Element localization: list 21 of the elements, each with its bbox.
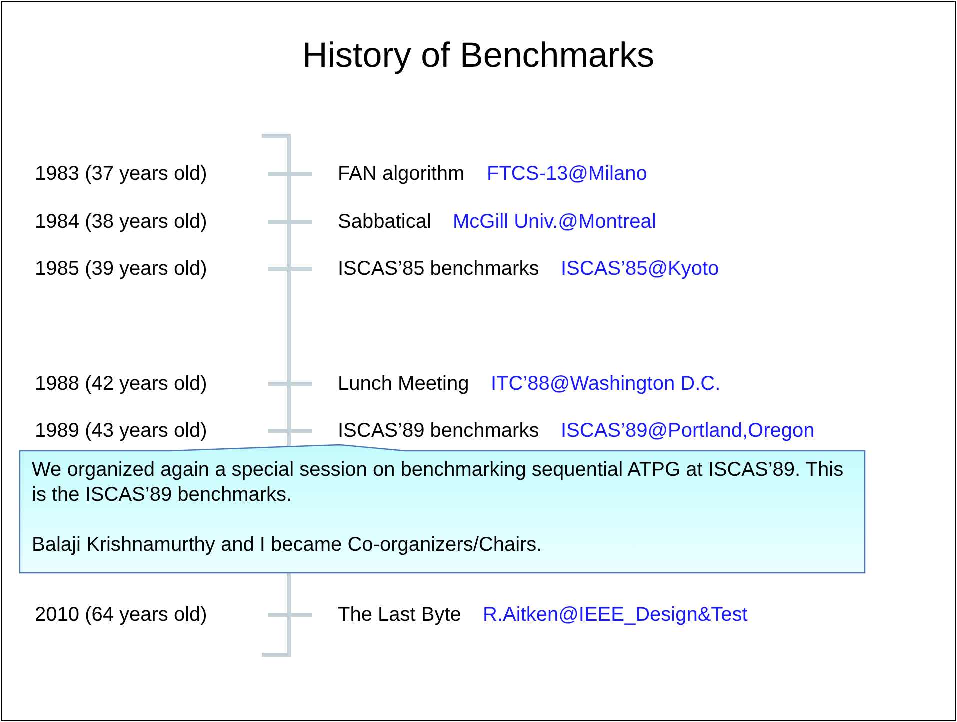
slide-title: History of Benchmarks <box>301 35 656 77</box>
event-label: ISCAS’89 benchmarks <box>338 419 540 443</box>
venue-label: FTCS-13@Milano <box>487 162 648 186</box>
venue-label: R.Aitken@IEEE_Design&Test <box>483 603 748 627</box>
venue-label: ITC’88@Washington D.C. <box>491 372 721 396</box>
callout-text: We organized again a special session on benchmarking sequential ATPG at ISCAS’89. This is the ISCAS’89 benchmarks. <box>32 458 845 508</box>
venue-label: McGill Univ.@Montreal <box>453 210 656 234</box>
event-label: Sabbatical <box>338 210 432 234</box>
event-label: FAN algorithm <box>338 162 465 186</box>
year-label: 1985 (39 years old) <box>35 257 208 281</box>
event-label: The Last Byte <box>338 603 462 627</box>
event-label: Lunch Meeting <box>338 372 470 396</box>
year-label: 1989 (43 years old) <box>35 419 208 443</box>
year-label: 1984 (38 years old) <box>35 210 208 234</box>
year-label: 1983 (37 years old) <box>35 162 208 186</box>
year-label: 1988 (42 years old) <box>35 372 208 396</box>
year-label: 2010 (64 years old) <box>35 603 208 627</box>
event-label: ISCAS’85 benchmarks <box>338 257 540 281</box>
callout-text: Balaji Krishnamurthy and I became Co-organizers/Chairs. <box>32 533 544 558</box>
venue-label: ISCAS’85@Kyoto <box>561 257 720 281</box>
venue-label: ISCAS’89@Portland,Oregon <box>561 419 815 443</box>
